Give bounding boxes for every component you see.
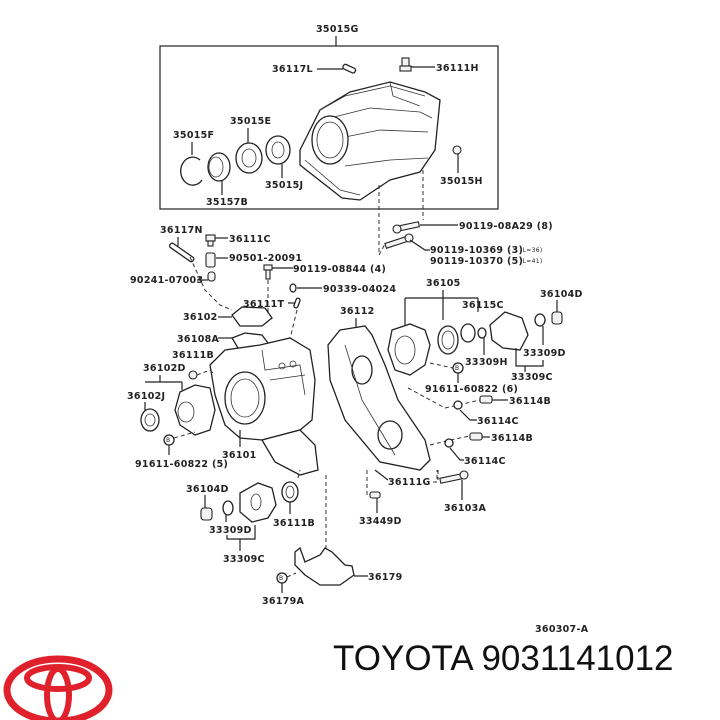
extension-housing-group: 35015G 36117L 36111H 3 bbox=[159, 24, 499, 255]
transfer-case-rear-36112: 36112 bbox=[327, 306, 439, 480]
label-33309C-bot: 33309C bbox=[223, 554, 265, 565]
label-35015E: 35015E bbox=[230, 116, 271, 127]
bolt-marker-B-left: B bbox=[166, 437, 170, 444]
label-36117L: 36117L bbox=[272, 64, 313, 75]
seal-36102J bbox=[140, 408, 160, 432]
snap-ring-35015F bbox=[180, 156, 203, 186]
label-91611-right: 91611-60822 (6) bbox=[425, 384, 518, 395]
nut-36104D-top bbox=[551, 311, 563, 325]
note-L36: (L=36) bbox=[520, 247, 543, 254]
bearing-35015E bbox=[235, 142, 263, 174]
cover-plate-group: 36102 36108A 36111T bbox=[177, 297, 301, 381]
label-36115C: 36115C bbox=[462, 300, 504, 311]
plug-36111C bbox=[205, 234, 216, 242]
extension-housing bbox=[299, 81, 441, 201]
cover-36102D bbox=[174, 384, 216, 436]
lower-fasteners: 36111G 36103A 33449D bbox=[359, 469, 487, 527]
label-36111B-bot: 36111B bbox=[273, 518, 315, 529]
ball-90241 bbox=[207, 271, 216, 282]
bolt-marker-B-right: B bbox=[455, 365, 459, 372]
label-36102D: 36102D bbox=[143, 363, 186, 374]
label-36101: 36101 bbox=[222, 450, 257, 461]
toyota-logo-icon bbox=[3, 655, 113, 720]
spring-90501 bbox=[205, 252, 216, 268]
nut-36104D-bot bbox=[200, 507, 213, 521]
part-title: TOYOTA 9031141012 bbox=[333, 639, 674, 678]
label-36102J: 36102J bbox=[127, 391, 165, 402]
label-91611-left: 91611-60822 (5) bbox=[135, 459, 228, 470]
label-35157B: 35157B bbox=[206, 197, 248, 208]
cover-36102 bbox=[231, 306, 273, 327]
plug-35015H bbox=[452, 145, 462, 155]
label-36114C-1: 36114C bbox=[477, 416, 519, 427]
rear-output-group: 36105 36115C 33309H 36104D 33309D 33309C… bbox=[387, 278, 583, 395]
plugs-and-gaskets: 36114B 36114C 36114B 36114C bbox=[407, 387, 551, 467]
label-36111H: 36111H bbox=[436, 63, 479, 74]
label-33309H: 33309H bbox=[465, 357, 508, 368]
label-36105: 36105 bbox=[426, 278, 461, 289]
label-35015J: 35015J bbox=[265, 180, 303, 191]
assembly-box bbox=[159, 45, 499, 210]
seal-36105 bbox=[437, 325, 459, 355]
left-side-parts: 36111B 36102D 36102J B 91611-60822 (5) bbox=[127, 350, 228, 470]
shift-detent-parts: 36117N 36111C 90501-20091 90241-07003 90… bbox=[130, 225, 396, 320]
drawing-code: 360307-A bbox=[535, 624, 589, 635]
label-90339-04024: 90339-04024 bbox=[323, 284, 396, 295]
label-36114B-2: 36114B bbox=[491, 433, 533, 444]
label-36114B-1: 36114B bbox=[509, 396, 551, 407]
label-36179A: 36179A bbox=[262, 596, 305, 607]
bolt-marker-B-bottom: B bbox=[279, 575, 283, 582]
pin-36117L bbox=[342, 63, 357, 74]
seal-36111B-bot bbox=[281, 481, 299, 503]
transfer-case-front-36101: 36101 bbox=[209, 337, 319, 476]
label-36114C-2: 36114C bbox=[464, 456, 506, 467]
flange-left bbox=[239, 482, 277, 523]
label-90119-08844: 90119-08844 (4) bbox=[293, 264, 386, 275]
label-90119-10370: 90119-10370 (5) bbox=[430, 256, 523, 267]
breather-plug-36111H bbox=[399, 57, 412, 72]
bearing-36115C bbox=[460, 323, 476, 343]
front-output-group: 36104D 33309D 33309C 36111B bbox=[186, 469, 315, 565]
pin-36117N bbox=[168, 242, 195, 263]
flange-right bbox=[489, 311, 529, 351]
label-35015H: 35015H bbox=[440, 176, 483, 187]
label-90501-20091: 90501-20091 bbox=[229, 253, 302, 264]
label-90119-10369: 90119-10369 (3) bbox=[430, 245, 523, 256]
label-33449D: 33449D bbox=[359, 516, 402, 527]
label-36111C: 36111C bbox=[229, 234, 271, 245]
label-36179: 36179 bbox=[368, 572, 403, 583]
label-36103A: 36103A bbox=[444, 503, 487, 514]
label-36111G: 36111G bbox=[388, 477, 431, 488]
label-36111B-top: 36111B bbox=[172, 350, 214, 361]
seal-35015J bbox=[265, 135, 291, 165]
label-36102: 36102 bbox=[183, 312, 218, 323]
note-L41: (L=41) bbox=[520, 258, 543, 265]
label-36112: 36112 bbox=[340, 306, 375, 317]
label-36104D-top: 36104D bbox=[540, 289, 583, 300]
label-90119-08A29: 90119-08A29 (8) bbox=[459, 221, 553, 232]
label-36108A: 36108A bbox=[177, 334, 220, 345]
label-90241-07003: 90241-07003 bbox=[130, 275, 203, 286]
skid-plate-36179 bbox=[294, 546, 355, 586]
label-35015F: 35015F bbox=[173, 130, 214, 141]
label-33309D-bot: 33309D bbox=[209, 525, 252, 536]
adapter-36105 bbox=[387, 323, 431, 376]
label-36111T: 36111T bbox=[243, 299, 285, 310]
label-36117N: 36117N bbox=[160, 225, 203, 236]
skid-plate-group: 36179 B 36179A bbox=[262, 475, 403, 607]
label-35015G: 35015G bbox=[316, 24, 359, 35]
label-33309D-top: 33309D bbox=[523, 348, 566, 359]
bolts-upper-right: 90119-08A29 (8) 90119-10369 (3) (L=36) 9… bbox=[378, 221, 553, 267]
label-36104D-bot: 36104D bbox=[186, 484, 229, 495]
label-33309C-top: 33309C bbox=[511, 372, 553, 383]
collar-35157B bbox=[207, 152, 231, 182]
